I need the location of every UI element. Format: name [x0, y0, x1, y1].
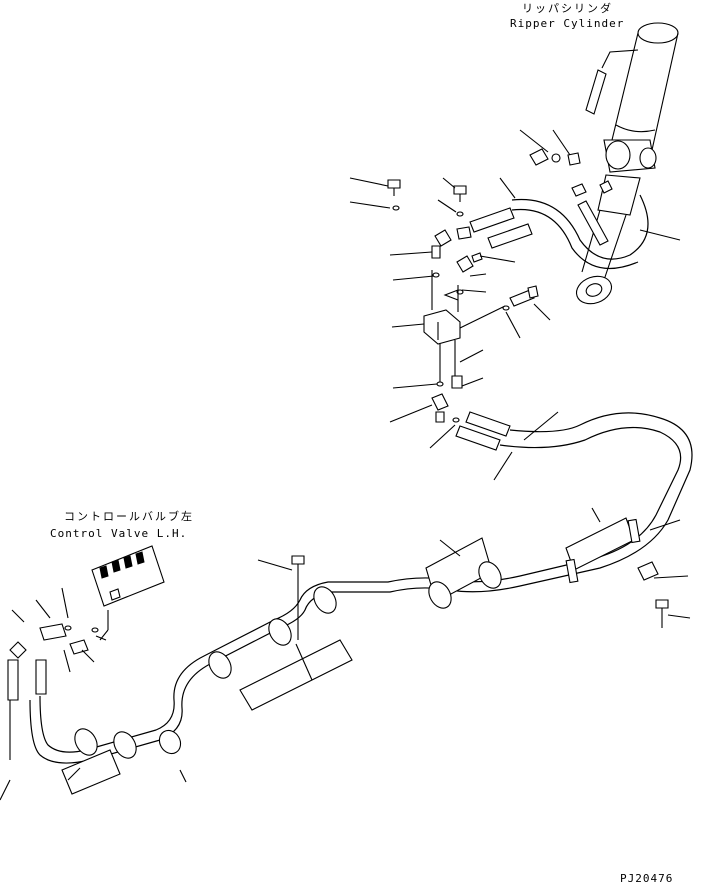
flow-valve-assembly [349, 177, 559, 481]
drawing-code: PJ20476 [620, 872, 674, 885]
control-valve-label: Control Valve L.H. [50, 527, 188, 540]
control-valve-icon [0, 545, 165, 801]
ripper-cylinder-label: Ripper Cylinder [510, 17, 625, 30]
control-valve-label-jp: コントロールバルブ左 [64, 510, 194, 523]
hose-run [29, 412, 693, 795]
ripper-cylinder-label-jp: リッパシリンダ [522, 2, 613, 15]
ripper-cylinder-icon [499, 22, 681, 305]
